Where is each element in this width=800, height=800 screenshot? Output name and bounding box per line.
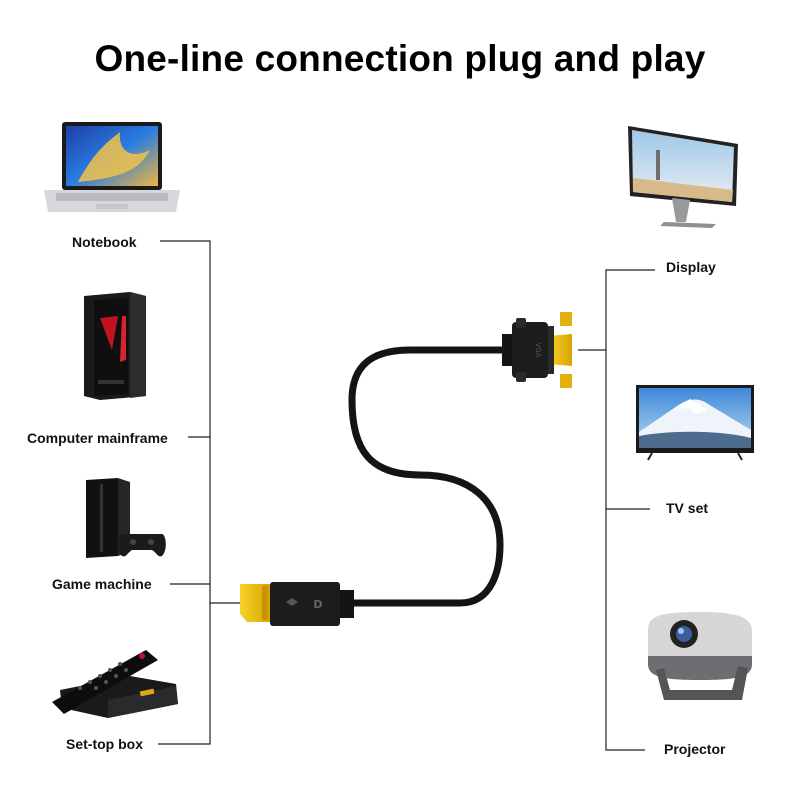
set-top-box-icon	[52, 650, 178, 718]
label-projector: Projector	[664, 741, 726, 757]
label-set-top-box: Set-top box	[66, 736, 143, 752]
cable	[348, 346, 506, 607]
left-bracket	[158, 240, 240, 745]
vga-marking: VGA	[534, 342, 542, 357]
pc-tower-icon	[84, 292, 146, 400]
label-tv-set: TV set	[666, 500, 709, 516]
dp-logo: D	[313, 598, 322, 611]
label-computer-mainframe: Computer mainframe	[27, 430, 168, 446]
displayport-connector: D	[240, 582, 354, 626]
game-console-icon	[86, 478, 166, 558]
projector-icon	[648, 612, 752, 700]
page-title: One-line connection plug and play	[94, 38, 706, 79]
label-notebook: Notebook	[72, 234, 137, 250]
monitor-icon	[628, 126, 738, 228]
label-display: Display	[666, 259, 716, 275]
tv-icon	[636, 385, 754, 461]
label-game-machine: Game machine	[52, 576, 152, 592]
laptop-icon	[44, 122, 180, 212]
vga-connector: VGA	[502, 312, 572, 388]
right-bracket	[578, 269, 655, 751]
